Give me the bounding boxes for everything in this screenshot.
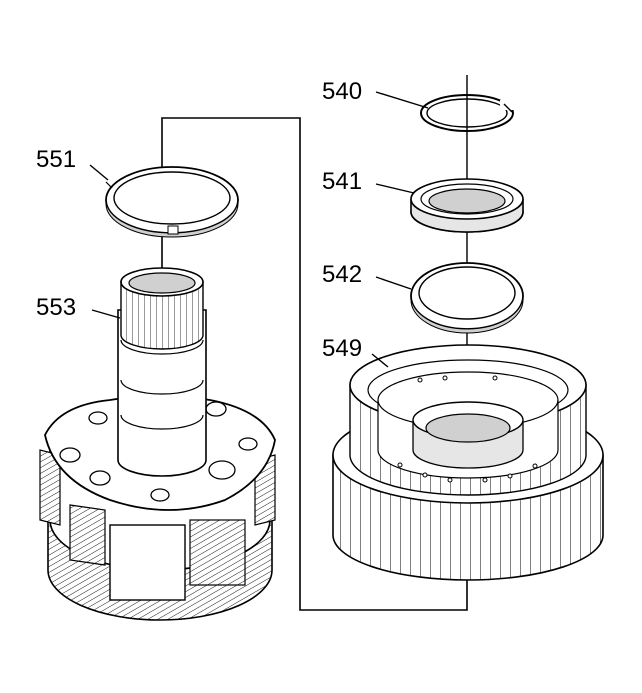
leader-541 — [375, 183, 415, 194]
leader-540 — [375, 91, 429, 109]
callout-551: 551 — [36, 146, 77, 173]
callout-540: 540 — [322, 78, 363, 105]
thrust-washer-542 — [410, 262, 524, 334]
leader-551 — [89, 164, 109, 181]
callout-553: 553 — [36, 294, 77, 321]
thrust-washer-551 — [105, 166, 239, 238]
leader-542 — [375, 276, 412, 290]
callout-541: 541 — [322, 168, 363, 195]
planetary-carrier-553 — [39, 267, 276, 621]
snap-ring-540 — [420, 94, 514, 132]
callout-549: 549 — [322, 335, 363, 362]
leader-553 — [91, 309, 121, 319]
thrust-bearing-541 — [410, 178, 524, 233]
callout-542: 542 — [322, 261, 363, 288]
assembly-path-line — [161, 117, 468, 611]
clutch-housing-549 — [332, 344, 604, 581]
leader-549 — [371, 353, 389, 368]
